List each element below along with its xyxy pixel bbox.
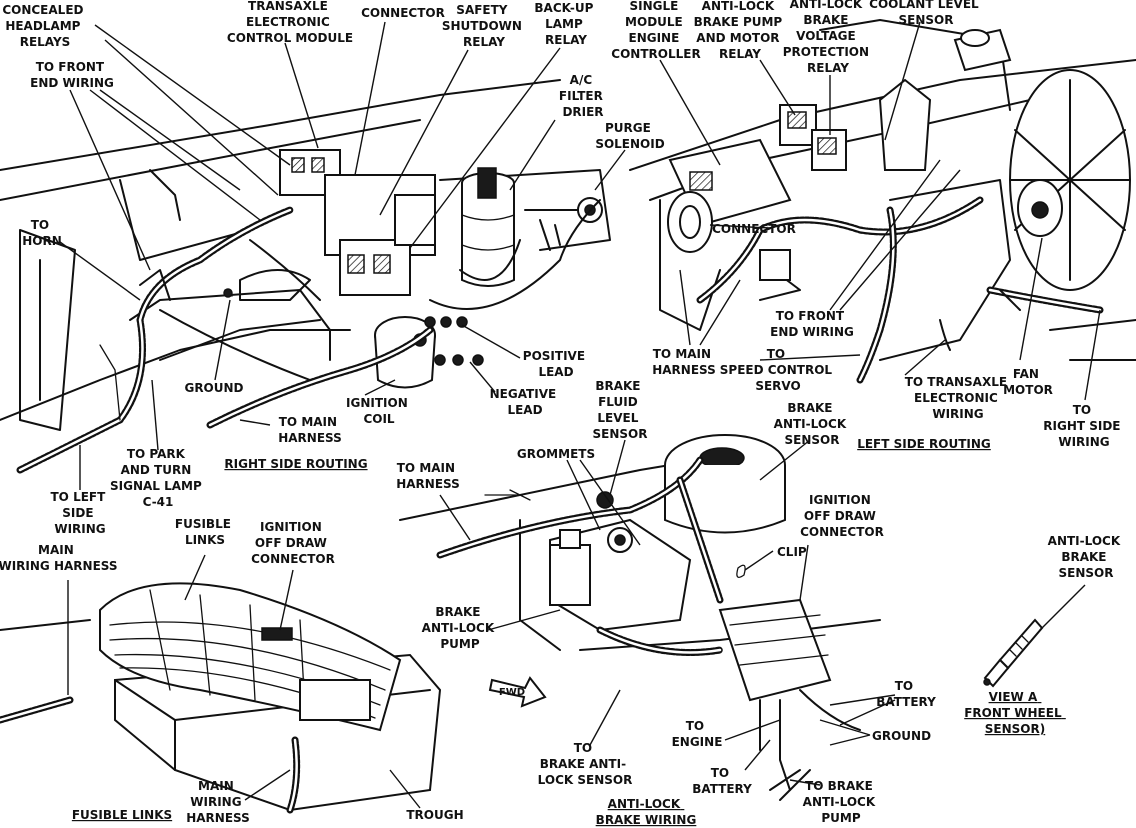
fusible-links-panel <box>0 582 442 814</box>
label-safety-shutdown-relay: SAFETY SHUTDOWN RELAY <box>442 3 526 49</box>
title-fusible-links: FUSIBLE LINKS <box>72 808 172 822</box>
label-brake-anti-lock-pump: BRAKE ANTI-LOCK PUMP <box>422 605 499 651</box>
label-to-battery-bottom: TO BATTERY <box>692 766 752 796</box>
label-ignition-coil: IGNITION COIL <box>346 396 412 426</box>
label-clip: CLIP <box>777 545 807 559</box>
label-grommets: GROMMETS <box>517 447 595 461</box>
label-backup-lamp-relay: BACK-UP LAMP RELAY <box>534 1 597 47</box>
label-ac-filter-drier: A/C FILTER DRIER <box>559 73 607 119</box>
label-transaxle-ecm: TRANSAXLE ELECTRONIC CONTROL MODULE <box>227 0 353 45</box>
title-right-side-routing: RIGHT SIDE ROUTING <box>224 457 367 471</box>
coolant-bottle <box>878 78 932 171</box>
label-to-battery-right: TO BATTERY <box>876 679 936 709</box>
fluid-level-sensor <box>596 491 614 509</box>
fwd-arrow <box>488 676 547 708</box>
view-a-panel <box>983 618 1044 688</box>
label-to-main-harness-right: TO MAIN HARNESS <box>278 415 342 445</box>
label-fan-motor: FAN MOTOR <box>1003 367 1053 397</box>
label-to-main-harness-abs: TO MAIN HARNESS <box>396 461 460 491</box>
label-to-left-side-wiring: TO LEFT SIDE WIRING <box>51 490 110 536</box>
label-to-transaxle-electronic-wiring: TO TRANSAXLE ELECTRONIC WIRING <box>905 375 1012 421</box>
clip-shape <box>736 564 746 578</box>
label-fusible-links: FUSIBLE LINKS <box>175 517 235 547</box>
label-to-front-end-wiring-right: TO FRONT END WIRING <box>30 60 114 90</box>
left-connector-block <box>759 249 791 281</box>
label-brake-fluid-level-sensor: BRAKE FLUID LEVEL SENSOR <box>593 379 648 441</box>
left-connector <box>667 191 713 253</box>
left-front-end-harness <box>696 196 984 304</box>
label-to-park-turn: TO PARK AND TURN SIGNAL LAMP C-41 <box>110 447 206 509</box>
ignition-off-draw-connector-block <box>261 627 293 641</box>
label-concealed-headlamp-relays: CONCEALED HEADLAMP RELAYS <box>2 3 87 49</box>
title-anti-lock-brake-wiring: ANTI-LOCK BRAKE WIRING <box>596 797 697 827</box>
connector-block <box>394 194 436 246</box>
label-main-wiring-harness-bottom: MAIN WIRING HARNESS <box>186 779 250 825</box>
label-fwd: FWD <box>499 687 525 698</box>
label-to-brake-anti-lock-pump: TO BRAKE ANTI-LOCK PUMP <box>803 779 880 825</box>
label-negative-lead: NEGATIVE LEAD <box>490 387 561 417</box>
leader-lines <box>59 21 1101 809</box>
label-to-speed-control-servo: TO SPEED CONTROL SERVO <box>720 347 836 393</box>
label-to-engine: TO ENGINE <box>672 719 723 749</box>
label-anti-lock-brake-sensor: ANTI-LOCK BRAKE SENSOR <box>1048 534 1125 580</box>
label-abs-voltage-protection-relay: ANTI-LOCK BRAKE VOLTAGE PROTECTION RELAY <box>783 0 874 75</box>
left-side-routing-panel <box>629 19 1136 384</box>
label-abs-pump-motor-relay: ANTI-LOCK BRAKE PUMP AND MOTOR RELAY <box>694 0 787 61</box>
label-coolant-level-sensor: COOLANT LEVEL SENSOR <box>869 0 983 27</box>
label-positive-lead: POSITIVE LEAD <box>523 349 589 379</box>
coolant-cap <box>960 29 990 47</box>
label-ignition-off-draw-connector-fusible: IGNITION OFF DRAW CONNECTOR <box>251 520 335 566</box>
label-purge-solenoid: PURGE SOLENOID <box>595 121 664 151</box>
label-brake-anti-lock-sensor-top: BRAKE ANTI-LOCK SENSOR <box>774 401 851 447</box>
title-left-side-routing: LEFT SIDE ROUTING <box>857 437 991 451</box>
anti-lock-brake-wiring-panel <box>399 434 881 801</box>
label-main-wiring-harness-top: MAIN WIRING HARNESS <box>0 543 118 573</box>
label-ignition-off-draw-connector-abs: IGNITION OFF DRAW CONNECTOR <box>800 493 884 539</box>
label-single-module-engine-controller: SINGLE MODULE ENGINE CONTROLLER <box>611 0 700 61</box>
label-to-horn: TO HORN <box>22 218 62 248</box>
label-connector-left: CONNECTOR <box>712 222 796 236</box>
label-to-right-side-wiring: TO RIGHT SIDE WIRING <box>1043 403 1124 449</box>
title-view-a: VIEW A FRONT WHEEL SENSOR) <box>964 690 1066 736</box>
label-to-front-end-wiring-left: TO FRONT END WIRING <box>770 309 854 339</box>
abs-connector-bundle <box>718 598 832 702</box>
wheel-sensor-body <box>998 618 1044 670</box>
right-left-side-harness <box>16 206 294 474</box>
label-to-main-harness-left: TO MAIN HARNESS <box>652 347 716 377</box>
label-trough: TROUGH <box>406 808 463 822</box>
label-to-brake-anti-lock-sensor: TO BRAKE ANTI- LOCK SENSOR <box>538 741 633 787</box>
label-ground-abs: GROUND <box>872 729 931 743</box>
label-ground-right: GROUND <box>184 381 243 395</box>
label-connector-right: CONNECTOR <box>361 6 445 20</box>
